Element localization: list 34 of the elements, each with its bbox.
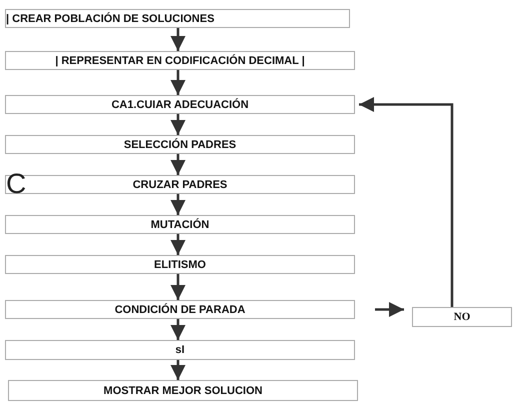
arrow <box>170 114 186 135</box>
step-label: CONDICIÓN DE PARADA <box>114 304 246 316</box>
step-label: ELITISMO <box>154 258 206 270</box>
arrow <box>170 360 186 380</box>
process-box <box>8 380 358 401</box>
arrow <box>375 302 404 317</box>
process-box <box>412 307 512 327</box>
step-label: | CREAR POBLACIÓN DE SOLUCIONES <box>6 12 214 24</box>
arrow <box>170 319 186 340</box>
step-label: CRUZAR PADRES <box>132 178 228 190</box>
step-label: CA1.CUIAR ADECUACIÓN <box>111 98 249 110</box>
arrow <box>170 70 186 95</box>
step-label: SELECCIÓN PADRES <box>124 138 236 150</box>
process-box <box>5 255 355 274</box>
process-box <box>5 9 350 28</box>
process-box <box>5 215 355 234</box>
process-box <box>5 340 355 360</box>
arrow <box>170 28 186 51</box>
arrow <box>359 97 454 307</box>
arrow <box>170 234 186 255</box>
step-label: sI <box>175 344 185 356</box>
arrow <box>170 154 186 175</box>
step-label: NO <box>454 311 470 323</box>
process-box <box>5 300 355 319</box>
step-label: MUTACIÓN <box>150 218 210 230</box>
arrow <box>170 274 186 300</box>
process-box <box>5 51 355 70</box>
step-label: | REPRESENTAR EN CODIFICACIÓN DECIMAL | <box>55 54 305 66</box>
process-box <box>5 135 355 154</box>
step-label: MOSTRAR MEJOR SOLUCION <box>104 384 262 396</box>
arrow <box>170 194 186 215</box>
process-box <box>5 175 355 194</box>
process-box <box>5 95 355 114</box>
stray-letter: C <box>6 170 26 198</box>
